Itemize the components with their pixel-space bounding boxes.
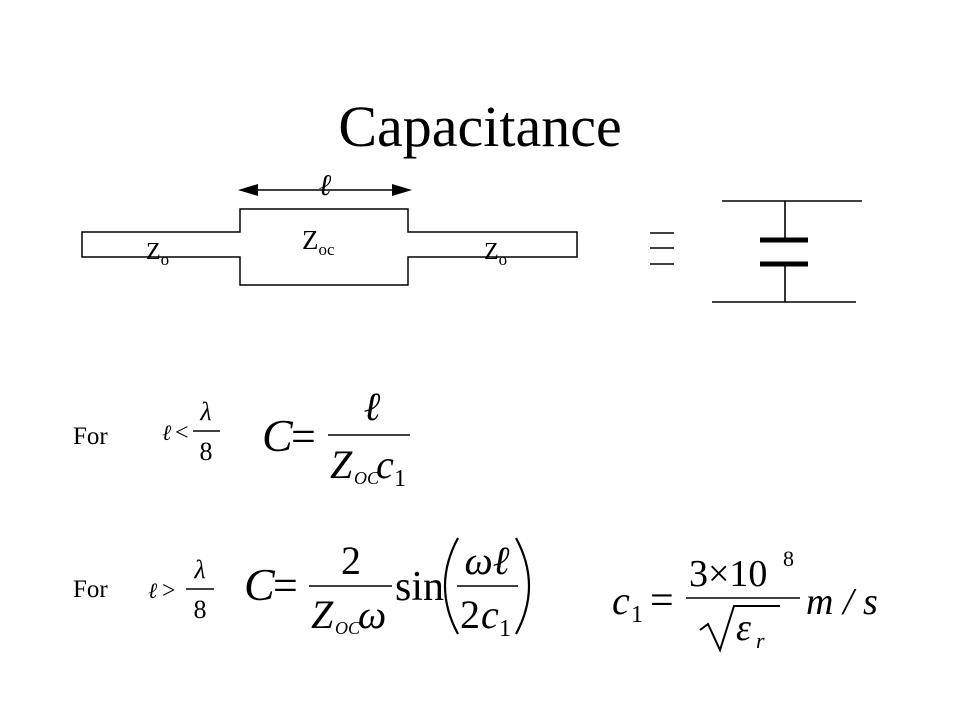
f2-z: Z [311,592,334,637]
f2-two: 2 [341,538,361,583]
f1-ell: ℓ [364,384,381,429]
f2-left-paren [444,537,459,635]
f2-arg-c-sub: 1 [499,616,511,642]
z-o-right-label: Zo [484,239,508,269]
f1-equals: = [291,412,316,461]
f2-arg-two: 2 [460,592,480,637]
slide-title: Capacitance [338,94,622,159]
cond2-ell: ℓ [148,578,158,603]
z-o-left-label: Zo [146,239,170,269]
f1-c: C [262,410,294,461]
f3-equals: = [650,578,674,624]
f2-right-paren [515,537,530,635]
f3-epsilon: ε [736,607,751,649]
cond1-lambda: λ [199,397,211,426]
f2-z-sub: OC [335,618,361,638]
f2-c: C [244,559,276,610]
equivalent-symbol [650,232,674,265]
f1-c1-sub: 1 [394,466,406,492]
f1-z: Z [330,442,353,487]
length-symbol: ℓ [319,169,332,202]
f2-arg-num: ωℓ [465,538,510,583]
cond2-greater-than: > [162,578,176,604]
microstrip-outline [81,208,578,286]
f3-c-sub: 1 [631,602,643,628]
f2-equals: = [273,561,298,610]
f3-c: c [612,578,630,623]
for-label-1: For [73,423,108,450]
cond1-ell: ℓ [162,420,172,445]
f2-sin: sin [395,564,444,610]
f1-c1: c [376,442,394,487]
cond2-lambda: λ [193,555,205,584]
cond2-eight: 8 [194,595,207,624]
z-oc-label: Zoc [302,225,335,259]
f3-unit: m / s [806,581,878,623]
cond1-less-than: < [175,420,189,446]
capacitor-circuit [712,200,862,303]
for-label-2: For [73,576,108,603]
f2-omega: ω [358,592,386,637]
f2-arg-c: c [481,592,499,637]
length-arrow [238,184,412,196]
f3-exp: 8 [783,546,794,571]
f1-z-sub: OC [354,468,380,488]
cond1-eight: 8 [200,437,213,466]
f3-num: 3×10 [689,553,767,595]
f3-sqrt-sign [699,605,780,653]
f3-epsilon-sub: r [756,628,765,653]
